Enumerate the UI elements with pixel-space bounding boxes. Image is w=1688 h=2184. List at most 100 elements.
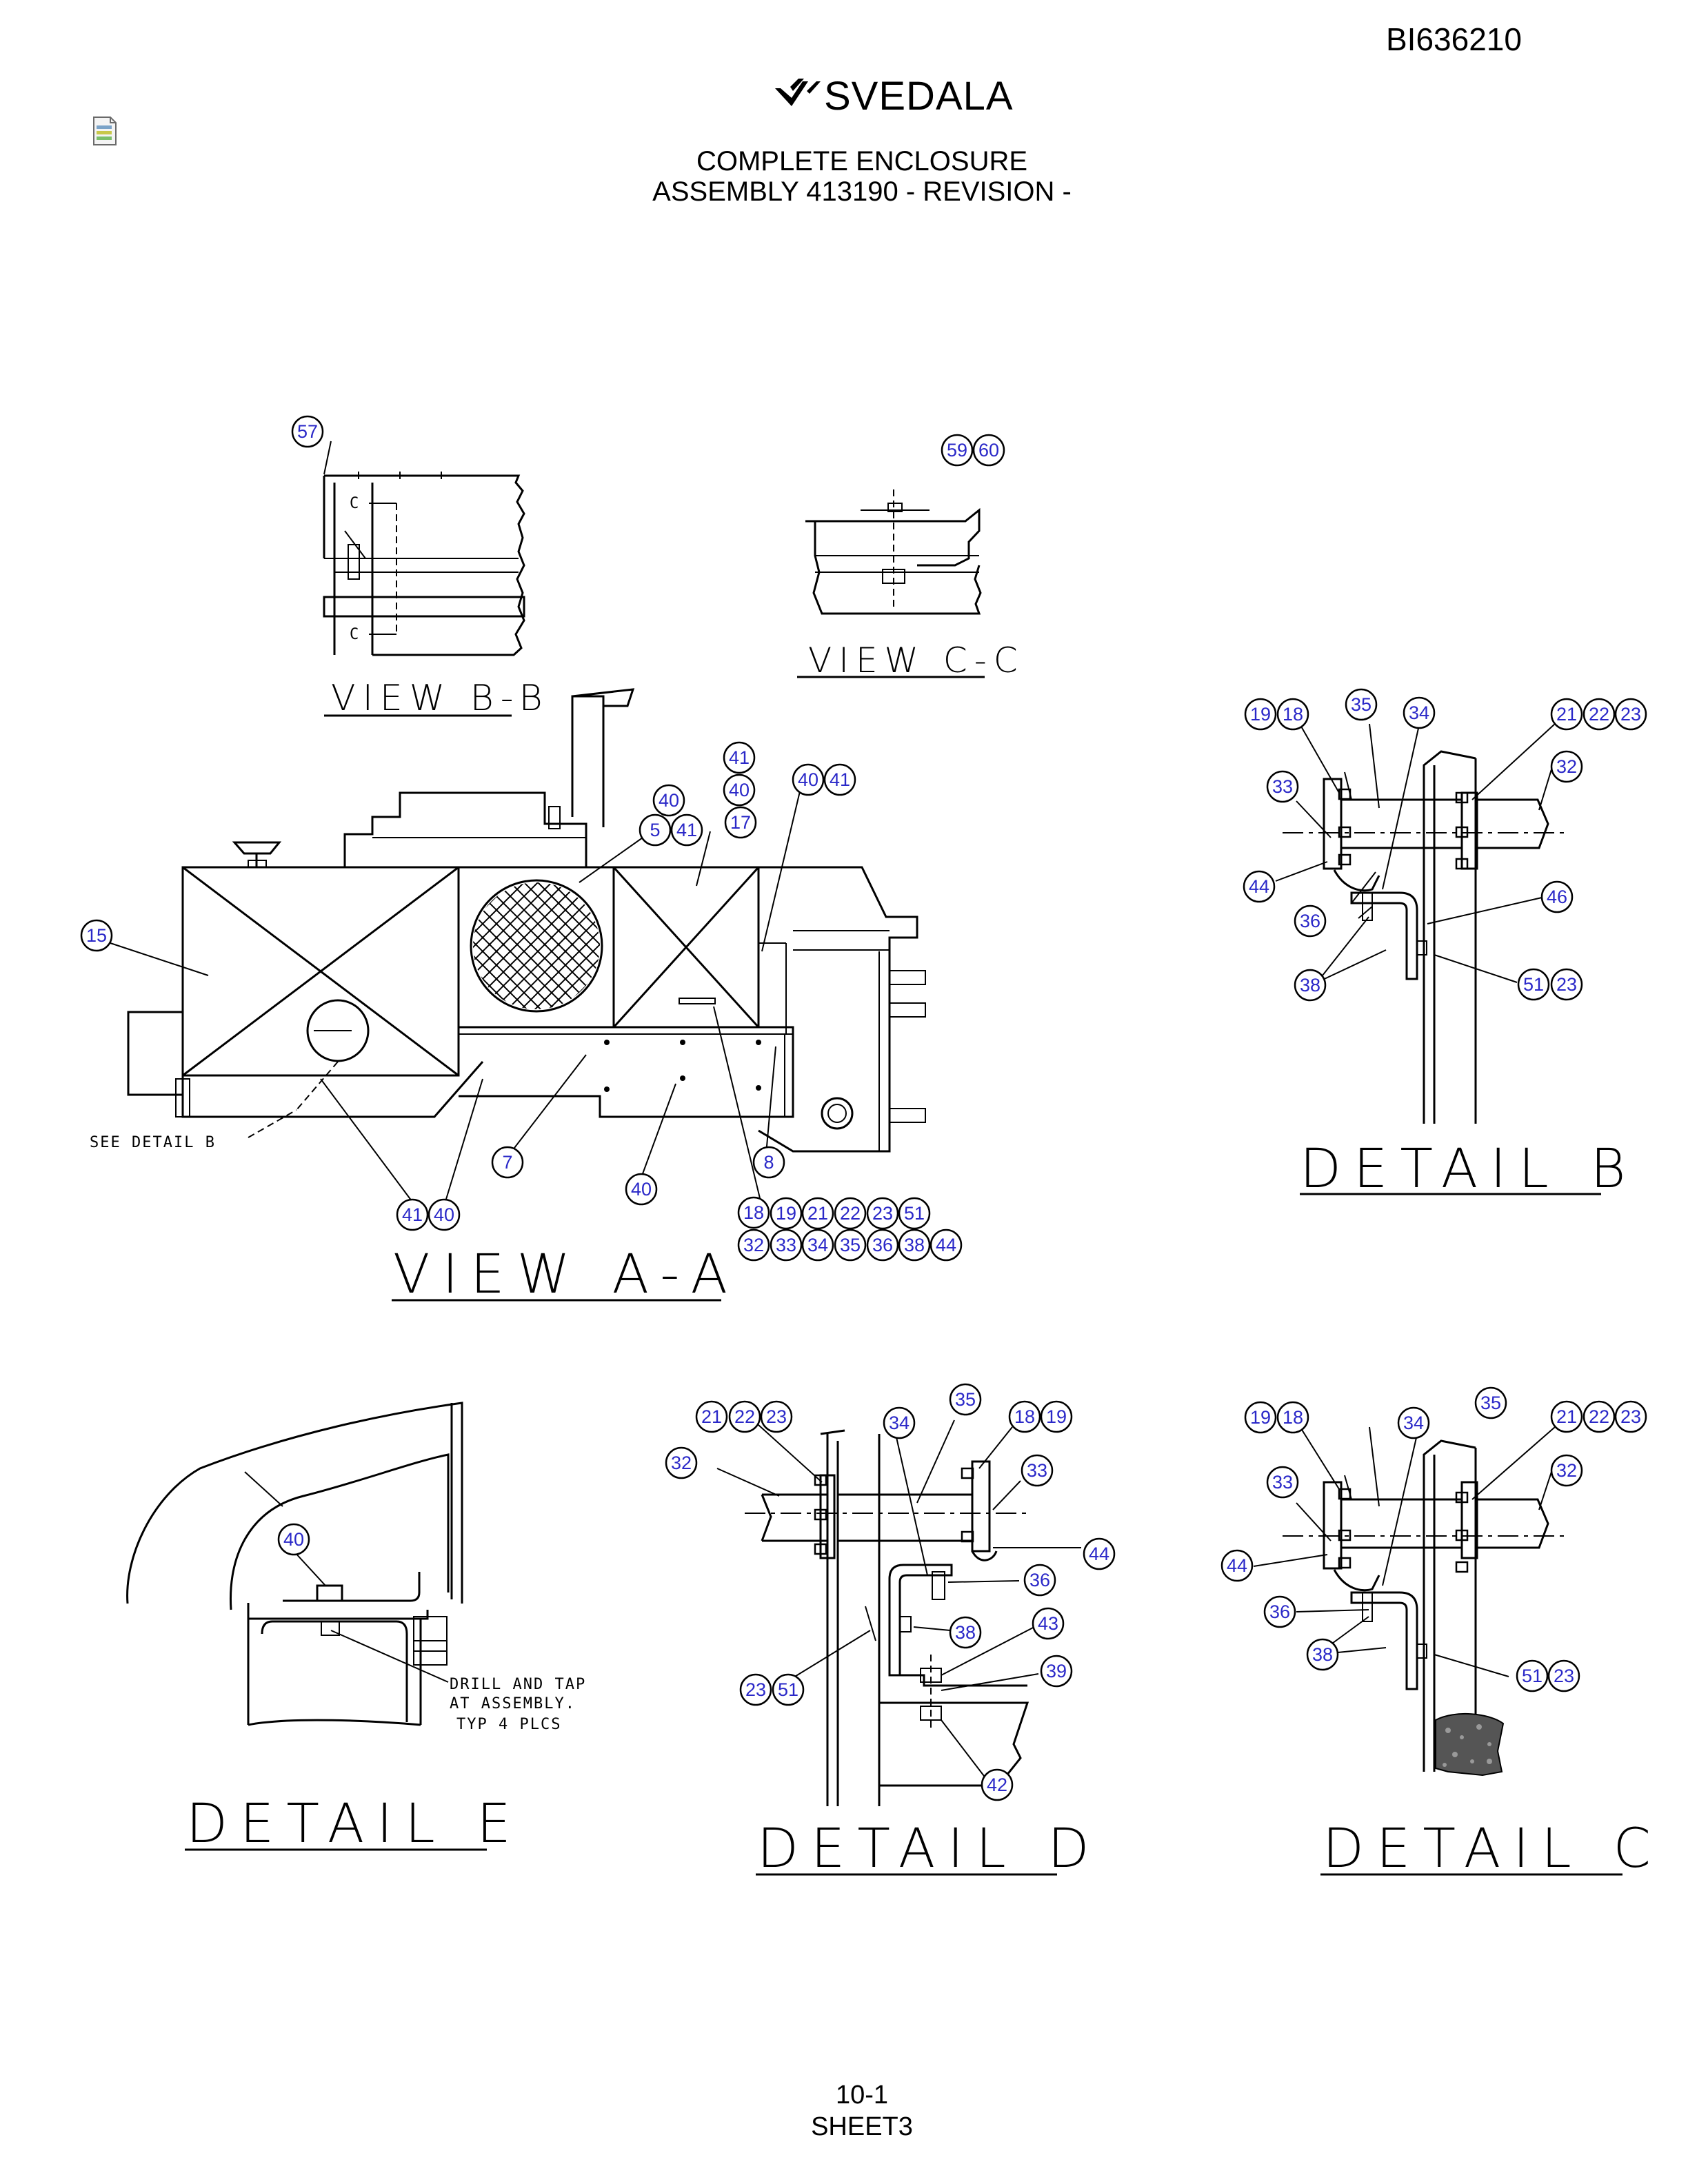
svg-text:34: 34 [1409, 702, 1429, 723]
svg-text:32: 32 [1556, 1460, 1577, 1481]
drill-note-line-1: DRILL AND TAP [450, 1676, 586, 1693]
svg-text:51: 51 [778, 1679, 798, 1700]
callout-43: 43 [1032, 1607, 1065, 1640]
detail-d-title: DETAIL D [757, 1818, 1102, 1880]
view-aa-title: VIEW A-A [393, 1244, 740, 1306]
callout-35: 35 [1345, 688, 1378, 721]
callout-59: 59 [941, 434, 974, 467]
svg-text:19: 19 [1250, 704, 1271, 725]
svg-text:60: 60 [978, 440, 999, 461]
svg-text:19: 19 [1046, 1406, 1067, 1427]
svg-text:23: 23 [1554, 1666, 1574, 1686]
callout-41: 41 [670, 813, 703, 847]
svg-text:46: 46 [1547, 887, 1567, 907]
callout-15: 15 [80, 919, 113, 952]
svg-text:36: 36 [1029, 1570, 1050, 1590]
svg-text:21: 21 [1556, 1406, 1577, 1427]
svg-text:36: 36 [872, 1235, 893, 1255]
svg-text:32: 32 [1556, 756, 1577, 777]
callouts-view-bb: 57 [291, 415, 324, 448]
svg-text:42: 42 [987, 1775, 1007, 1795]
callout-40: 40 [625, 1173, 658, 1206]
callout-23: 23 [760, 1400, 793, 1433]
svg-text:57: 57 [297, 421, 318, 442]
detail-e-leaders [293, 1550, 449, 1683]
svg-text:18: 18 [1283, 704, 1303, 725]
svg-text:34: 34 [807, 1235, 828, 1255]
svg-text:7: 7 [502, 1152, 512, 1173]
detail-e-drawing [126, 1402, 463, 1726]
svg-text:40: 40 [729, 780, 750, 800]
svg-text:40: 40 [798, 769, 818, 790]
svg-text:18: 18 [1014, 1406, 1035, 1427]
svg-text:44: 44 [936, 1235, 956, 1255]
svg-text:51: 51 [1522, 1666, 1543, 1686]
callout-34: 34 [883, 1406, 916, 1439]
callout-34: 34 [801, 1228, 834, 1262]
title-line-2: ASSEMBLY 413190 - REVISION - [652, 176, 1072, 207]
callout-23: 23 [1547, 1659, 1580, 1692]
svg-text:43: 43 [1038, 1613, 1058, 1634]
svg-text:32: 32 [743, 1235, 764, 1255]
callout-38: 38 [1306, 1638, 1339, 1671]
svg-text:22: 22 [734, 1406, 755, 1427]
detail-e-title: DETAIL E [186, 1793, 523, 1855]
svg-text:41: 41 [729, 747, 750, 768]
callout-44: 44 [1083, 1537, 1116, 1570]
see-detail-b-note: SEE DETAIL B [90, 1134, 216, 1151]
callout-51: 51 [1516, 1659, 1549, 1692]
svg-text:22: 22 [1589, 704, 1609, 725]
svg-text:33: 33 [1027, 1460, 1047, 1481]
detail-c-drawing [1283, 1439, 1565, 1777]
svg-text:23: 23 [1620, 704, 1641, 725]
callout-57: 57 [291, 415, 324, 448]
callout-23: 23 [1614, 698, 1647, 731]
svg-text:44: 44 [1089, 1544, 1109, 1564]
svg-text:40: 40 [631, 1179, 652, 1200]
callout-60: 60 [972, 434, 1005, 467]
callouts-view-aa: 41 40 40 41 40 5 41 17 15 7 8 40 41 40 1… [80, 741, 963, 1262]
callout-19: 19 [770, 1197, 803, 1230]
callout-22: 22 [1582, 698, 1616, 731]
svg-text:40: 40 [434, 1204, 454, 1225]
detail-b-drawing [1283, 750, 1565, 1124]
callout-46: 46 [1540, 880, 1574, 913]
callout-35: 35 [949, 1383, 982, 1416]
callout-17: 17 [724, 806, 757, 839]
callout-44: 44 [1220, 1549, 1254, 1582]
callouts-detail-b: 19 18 35 34 21 22 23 33 32 44 46 36 38 5… [1243, 688, 1647, 1002]
callout-23: 23 [739, 1673, 772, 1706]
svg-text:21: 21 [807, 1203, 828, 1224]
detail-c-title: DETAIL C [1323, 1818, 1663, 1880]
svg-text:35: 35 [1480, 1393, 1501, 1413]
section-c-marker-bottom: C [350, 626, 360, 643]
page-number: 10-1 [835, 2081, 889, 2110]
callout-36: 36 [1263, 1595, 1296, 1628]
callouts-detail-e: 40 [277, 1523, 310, 1556]
callout-19: 19 [1040, 1400, 1073, 1433]
svg-text:36: 36 [1300, 911, 1320, 931]
svg-text:23: 23 [872, 1203, 893, 1224]
brand-name: SVEDALA [824, 74, 1014, 119]
svg-text:41: 41 [830, 769, 850, 790]
callout-39: 39 [1040, 1655, 1073, 1688]
callout-44: 44 [1243, 870, 1276, 903]
document-file-icon[interactable] [91, 116, 119, 146]
callout-32: 32 [1550, 1454, 1583, 1487]
callout-40: 40 [428, 1198, 461, 1231]
svg-text:51: 51 [904, 1203, 925, 1224]
callouts-detail-c: 35 19 18 34 21 22 23 33 32 44 36 38 51 2… [1220, 1386, 1647, 1692]
callout-51: 51 [772, 1673, 805, 1706]
callout-40: 40 [652, 784, 685, 817]
svg-text:38: 38 [904, 1235, 925, 1255]
svg-text:51: 51 [1523, 974, 1544, 995]
view-cc-drawing [805, 489, 982, 615]
callout-32: 32 [1550, 750, 1583, 783]
callout-23: 23 [866, 1197, 899, 1230]
svg-text:22: 22 [840, 1203, 861, 1224]
svg-text:32: 32 [671, 1453, 692, 1473]
svg-text:33: 33 [1272, 776, 1293, 797]
callout-21: 21 [1550, 698, 1583, 731]
svg-text:34: 34 [1403, 1413, 1424, 1433]
